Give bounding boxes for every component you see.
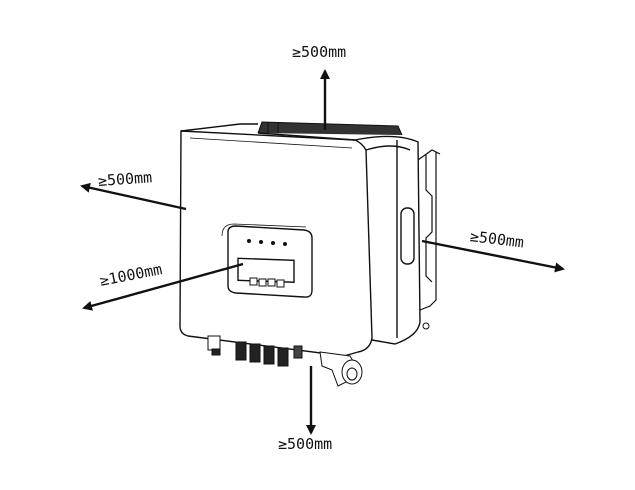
mounting-bracket	[417, 149, 441, 311]
indicator-leds	[247, 239, 287, 246]
screw-icon	[422, 322, 430, 330]
clearance-left-label: ≥500mm	[97, 168, 153, 190]
clearance-bottom-label: ≥500mm	[278, 435, 333, 453]
bottom-connectors	[207, 335, 363, 387]
control-buttons	[249, 277, 285, 288]
display-panel	[221, 223, 313, 298]
heat-sink-fins	[257, 121, 403, 136]
inverter-enclosure	[179, 123, 421, 357]
arrow-right	[421, 239, 565, 273]
arrow-front	[82, 262, 244, 311]
clearance-arrows	[80, 69, 565, 435]
arrow-left	[80, 182, 187, 211]
clearance-top-label: ≥500mm	[292, 43, 347, 61]
